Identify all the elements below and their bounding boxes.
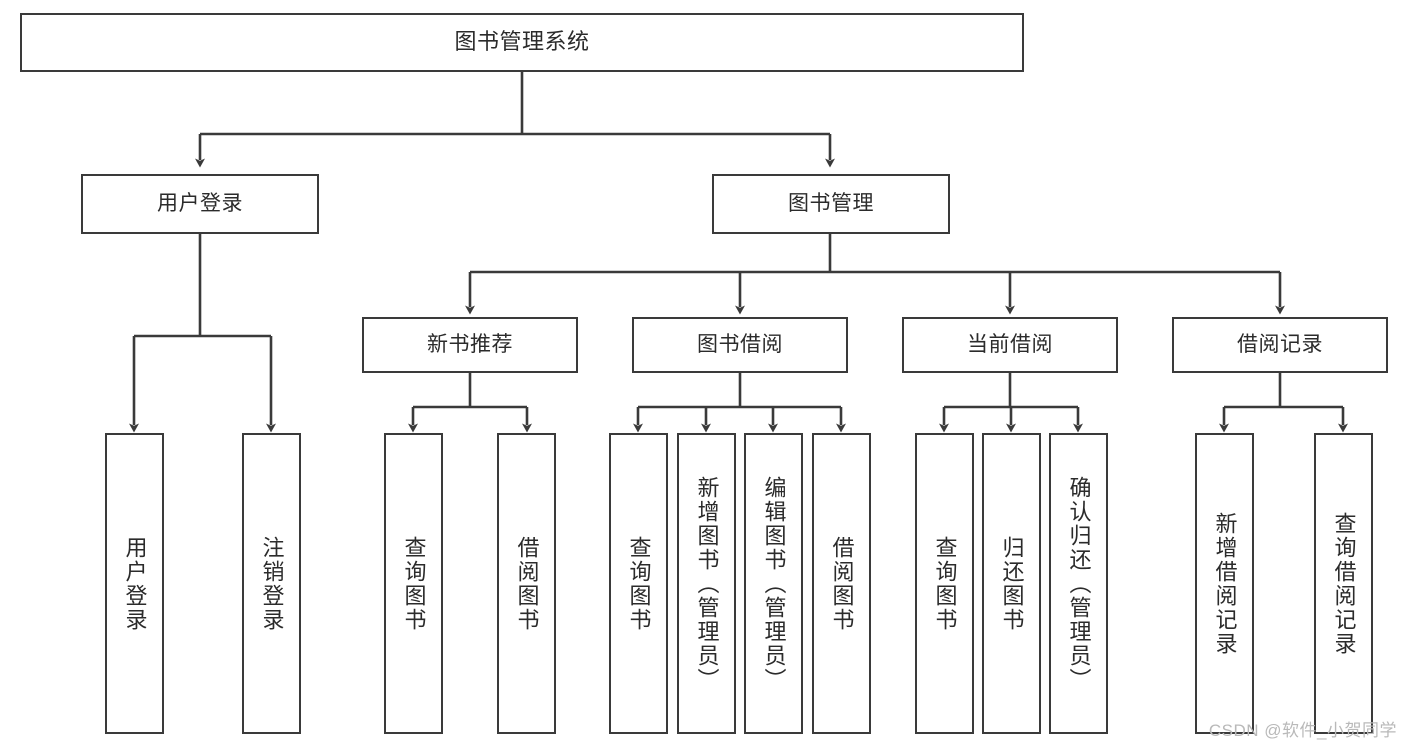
- leaf-book-borrow-borrow[interactable]: 借阅图书: [812, 433, 871, 734]
- node-new-book-recommend[interactable]: 新书推荐: [362, 317, 578, 373]
- node-book-management[interactable]: 图书管理: [712, 174, 950, 234]
- leaf-current-borrow-confirm[interactable]: 确认归还（管理员）: [1049, 433, 1108, 734]
- node-new-book-recommend-label: 新书推荐: [427, 333, 513, 357]
- leaf-current-borrow-query-label: 查询图书: [932, 535, 958, 632]
- csdn-watermark: CSDN @软件_小贺同学: [1208, 721, 1397, 740]
- leaf-new-book-borrow-label: 借阅图书: [514, 535, 540, 632]
- leaf-book-borrow-add[interactable]: 新增图书（管理员）: [677, 433, 736, 734]
- node-borrow-record[interactable]: 借阅记录: [1172, 317, 1388, 373]
- node-book-borrow-label: 图书借阅: [697, 333, 783, 357]
- leaf-book-borrow-borrow-label: 借阅图书: [829, 535, 855, 632]
- node-book-management-label: 图书管理: [788, 192, 874, 216]
- leaf-book-borrow-query[interactable]: 查询图书: [609, 433, 668, 734]
- leaf-current-borrow-confirm-label: 确认归还（管理员）: [1066, 475, 1092, 692]
- leaf-user-login-login[interactable]: 用户登录: [105, 433, 164, 734]
- node-root-system-label: 图书管理系统: [454, 29, 590, 55]
- leaf-new-book-query[interactable]: 查询图书: [384, 433, 443, 734]
- leaf-book-borrow-query-label: 查询图书: [626, 535, 652, 632]
- leaf-book-borrow-edit-label: 编辑图书（管理员）: [761, 475, 787, 692]
- leaf-borrow-record-query[interactable]: 查询借阅记录: [1314, 433, 1373, 734]
- leaf-user-login-logout[interactable]: 注销登录: [242, 433, 301, 734]
- leaf-book-borrow-edit[interactable]: 编辑图书（管理员）: [744, 433, 803, 734]
- node-user-login-label: 用户登录: [157, 192, 243, 216]
- leaf-current-borrow-return-label: 归还图书: [999, 535, 1025, 632]
- node-current-borrow[interactable]: 当前借阅: [902, 317, 1118, 373]
- leaf-new-book-borrow[interactable]: 借阅图书: [497, 433, 556, 734]
- leaf-user-login-login-label: 用户登录: [122, 535, 148, 632]
- leaf-book-borrow-add-label: 新增图书（管理员）: [694, 475, 720, 692]
- leaf-user-login-logout-label: 注销登录: [259, 535, 285, 632]
- leaf-new-book-query-label: 查询图书: [401, 535, 427, 632]
- leaf-current-borrow-query[interactable]: 查询图书: [915, 433, 974, 734]
- node-user-login[interactable]: 用户登录: [81, 174, 319, 234]
- leaf-borrow-record-query-label: 查询借阅记录: [1331, 511, 1357, 656]
- node-borrow-record-label: 借阅记录: [1237, 333, 1323, 357]
- node-book-borrow[interactable]: 图书借阅: [632, 317, 848, 373]
- leaf-borrow-record-add-label: 新增借阅记录: [1212, 511, 1238, 656]
- node-root-system[interactable]: 图书管理系统: [20, 13, 1024, 72]
- leaf-current-borrow-return[interactable]: 归还图书: [982, 433, 1041, 734]
- node-current-borrow-label: 当前借阅: [967, 333, 1053, 357]
- leaf-borrow-record-add[interactable]: 新增借阅记录: [1195, 433, 1254, 734]
